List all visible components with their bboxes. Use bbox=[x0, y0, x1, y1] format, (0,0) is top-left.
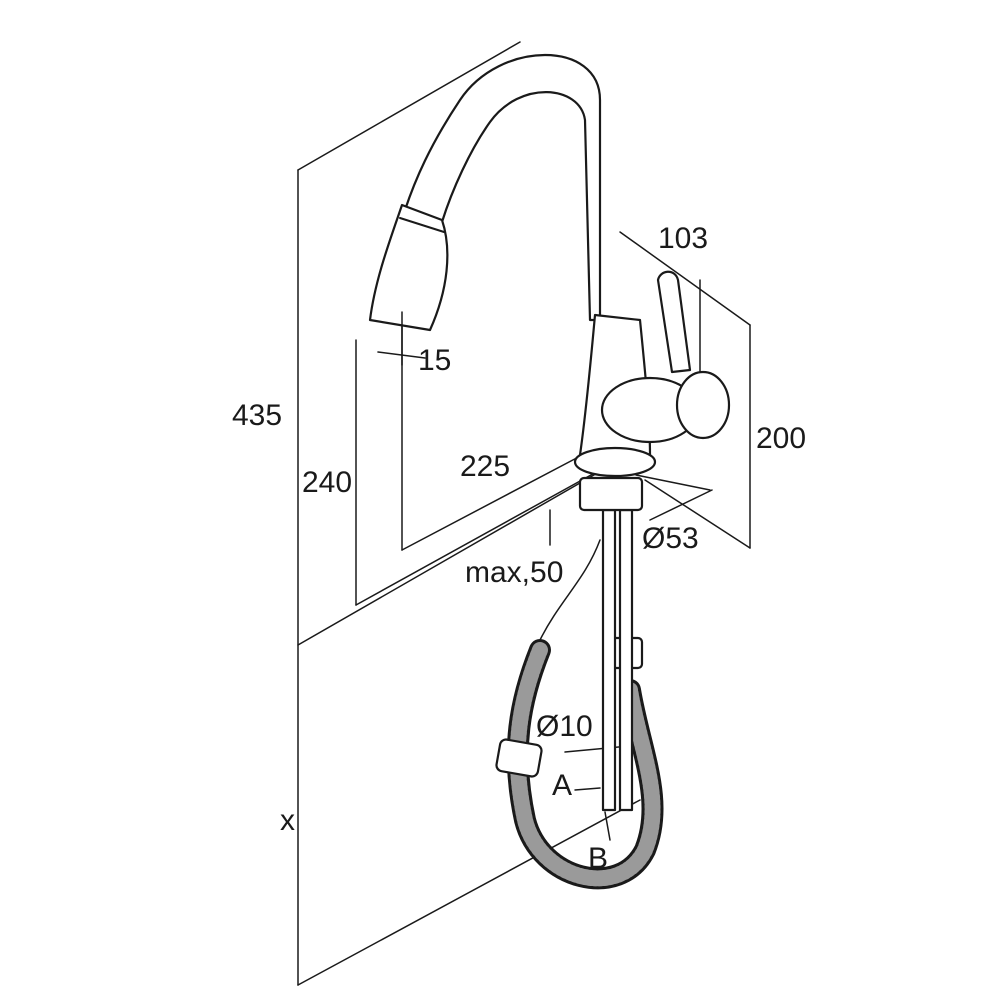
dim-spout-height: 240 bbox=[302, 466, 352, 499]
label-connection-b: B bbox=[588, 842, 608, 875]
spray-head bbox=[368, 203, 449, 332]
hose-nut bbox=[495, 738, 543, 778]
dimension-labels: 435 240 225 15 103 200 Ø53 max,50 Ø10 A … bbox=[232, 222, 806, 875]
supply-pipe-a bbox=[601, 508, 617, 812]
dim-below-deck: x bbox=[280, 804, 295, 837]
label-connection-a: A bbox=[552, 769, 572, 802]
dim-spout-reach: 225 bbox=[460, 450, 510, 483]
handle-cap bbox=[675, 370, 731, 440]
supply-pipe-b bbox=[618, 508, 634, 812]
dim-hose-diameter: Ø10 bbox=[536, 710, 593, 743]
dim-spray-offset: 15 bbox=[418, 344, 451, 377]
dim-base-diameter: Ø53 bbox=[642, 522, 699, 555]
mounting-block bbox=[578, 476, 644, 512]
dim-max-deck: max,50 bbox=[465, 556, 563, 589]
faucet bbox=[368, 53, 731, 512]
dim-total-height: 435 bbox=[232, 399, 282, 432]
dimension-lines bbox=[297, 41, 751, 986]
base-plate bbox=[573, 446, 657, 478]
lever bbox=[656, 270, 692, 374]
dim-body-height: 200 bbox=[756, 422, 806, 455]
dim-lever-height: 103 bbox=[658, 222, 708, 255]
